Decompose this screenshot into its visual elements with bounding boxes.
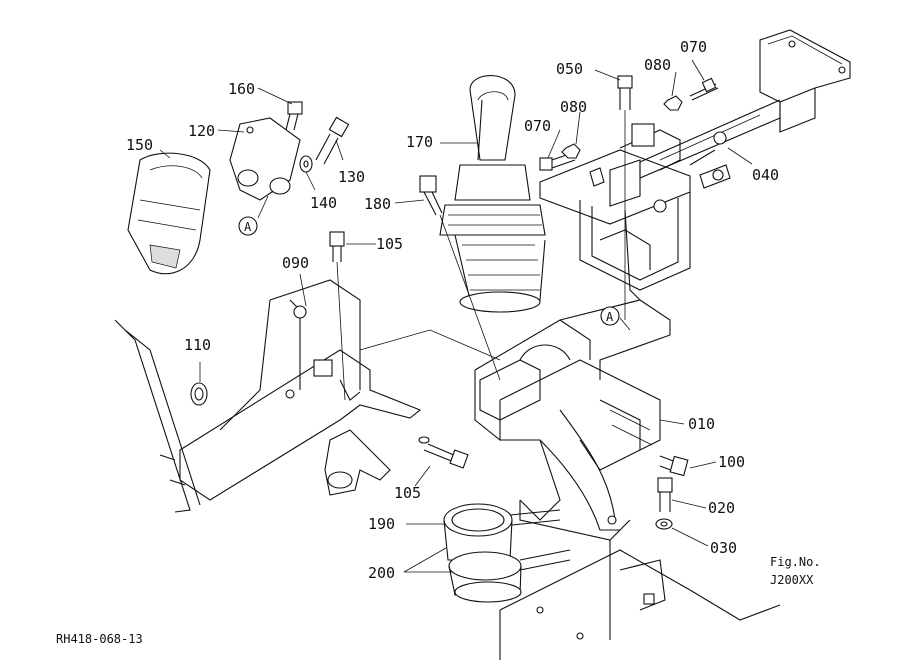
- label-020: 020: [708, 499, 735, 517]
- fig-no-label: Fig.No.: [770, 555, 821, 569]
- label-070-upper: 070: [680, 38, 707, 56]
- label-070-left: 070: [524, 117, 551, 135]
- boot-190: [443, 503, 561, 561]
- bolt-180: [419, 175, 501, 381]
- boot-200: [448, 549, 571, 603]
- label-080-upper: 080: [644, 56, 671, 74]
- drawing-reference: RH418-068-13: [56, 632, 143, 646]
- label-170: 170: [406, 133, 433, 151]
- callout-a-left: A: [244, 220, 252, 234]
- label-150: 150: [126, 136, 153, 154]
- bolt-050: [617, 75, 633, 320]
- bolt-105-lower: [418, 436, 469, 469]
- label-105-upper: 105: [376, 235, 403, 253]
- ref-line-090: [359, 329, 501, 361]
- callout-circle-a-left: [238, 216, 258, 236]
- holder-120: [229, 117, 301, 201]
- bolt-130: [315, 116, 350, 165]
- label-120: 120: [188, 122, 215, 140]
- side-bracket-090: [114, 279, 422, 513]
- plate-110: [190, 382, 208, 406]
- nut-080-left: [561, 143, 581, 159]
- bolt-020: [657, 477, 673, 512]
- console-stand-010: [474, 299, 671, 640]
- label-190: 190: [368, 515, 395, 533]
- label-160: 160: [228, 80, 255, 98]
- mechanism-frame: [539, 123, 731, 301]
- label-090: 090: [282, 254, 309, 272]
- joystick-170: [439, 75, 546, 313]
- callout-a-right: A: [606, 310, 614, 324]
- bolt-160: [285, 101, 303, 131]
- label-110: 110: [184, 336, 211, 354]
- label-010: 010: [688, 415, 715, 433]
- leader-lines: [159, 59, 753, 573]
- label-030: 030: [710, 539, 737, 557]
- bolt-105-upper: [329, 231, 346, 401]
- lower-floor-plate: [499, 549, 781, 660]
- label-105-lower: 105: [394, 484, 421, 502]
- label-100: 100: [718, 453, 745, 471]
- label-140: 140: [310, 194, 337, 212]
- cover-150: [127, 152, 211, 275]
- bolt-100: [659, 455, 689, 477]
- bolt-070-upper: [689, 77, 719, 101]
- label-180: 180: [364, 195, 391, 213]
- label-040: 040: [752, 166, 779, 184]
- label-080-left: 080: [560, 98, 587, 116]
- label-200: 200: [368, 564, 395, 582]
- callout-circle-a-right: [600, 306, 620, 326]
- washer-140: [299, 155, 313, 173]
- washer-030: [655, 518, 673, 530]
- label-050: 050: [556, 60, 583, 78]
- label-130: 130: [338, 168, 365, 186]
- nut-080-upper: [663, 95, 683, 111]
- bracket-small: [324, 429, 391, 496]
- fig-no-value: J200XX: [770, 573, 814, 587]
